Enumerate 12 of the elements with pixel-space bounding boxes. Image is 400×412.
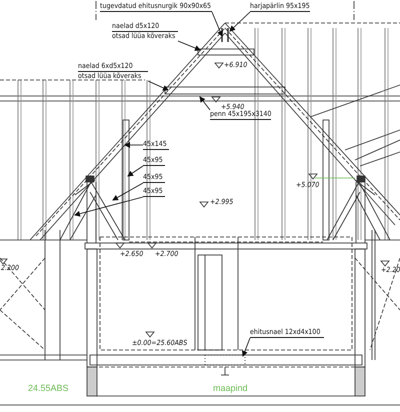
leader-line (112, 182, 144, 200)
leader-line (148, 80, 169, 91)
leader-line (229, 12, 250, 32)
leader-line (212, 12, 223, 37)
leader-line (124, 142, 144, 148)
leader-line (74, 196, 144, 217)
leader-line (178, 40, 201, 51)
level-label: 24.55ABS (28, 384, 69, 393)
level-label: maapind (213, 384, 248, 393)
leader-line (242, 338, 250, 357)
leader-line (199, 96, 210, 110)
leader-line (127, 166, 144, 177)
